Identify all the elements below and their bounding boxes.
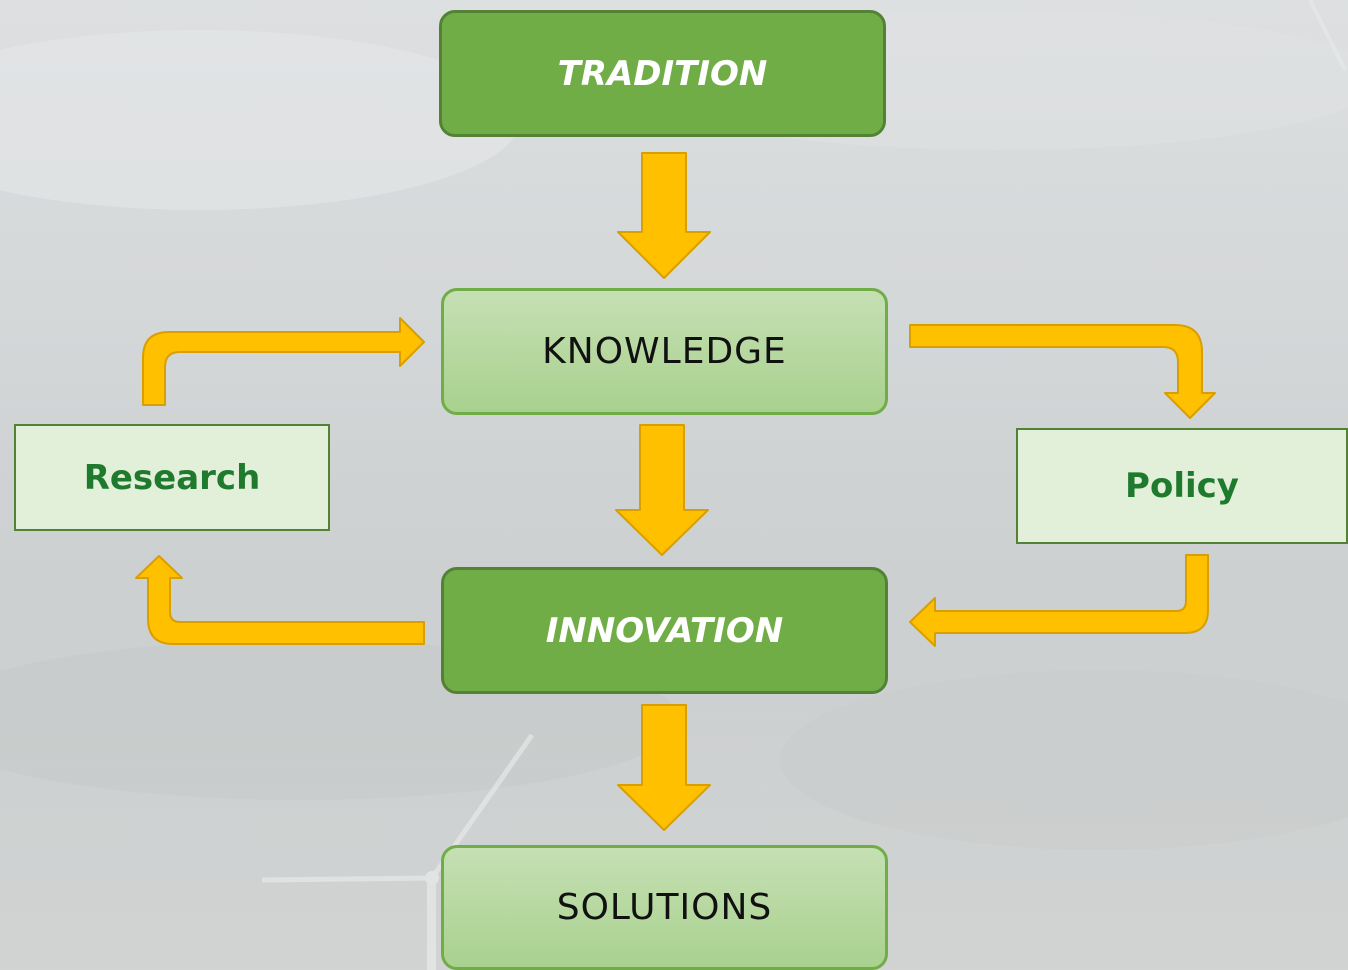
node-policy-label: Policy bbox=[1125, 466, 1239, 506]
node-research: Research bbox=[14, 424, 330, 531]
turbine-blade-icon bbox=[1308, 0, 1347, 71]
node-knowledge-label: KNOWLEDGE bbox=[542, 331, 787, 372]
node-innovation-label: INNOVATION bbox=[545, 610, 784, 651]
node-knowledge: KNOWLEDGE bbox=[441, 288, 888, 415]
node-tradition: TRADITION bbox=[439, 10, 886, 137]
node-solutions-label: SOLUTIONS bbox=[556, 887, 773, 928]
arrow-knowledge-to-policy bbox=[909, 324, 1216, 419]
node-policy: Policy bbox=[1016, 428, 1348, 544]
node-research-label: Research bbox=[83, 457, 261, 498]
arrow-policy-to-innovation bbox=[909, 554, 1209, 647]
node-solutions: SOLUTIONS bbox=[441, 845, 888, 970]
arrow-innovation-to-solutions bbox=[617, 704, 711, 831]
arrow-knowledge-to-innovation bbox=[615, 424, 709, 556]
arrow-innovation-to-research bbox=[135, 555, 425, 645]
node-tradition-label: TRADITION bbox=[557, 53, 768, 94]
arrow-research-to-knowledge bbox=[142, 317, 425, 406]
arrow-tradition-to-knowledge bbox=[617, 152, 711, 279]
node-innovation: INNOVATION bbox=[441, 567, 888, 694]
